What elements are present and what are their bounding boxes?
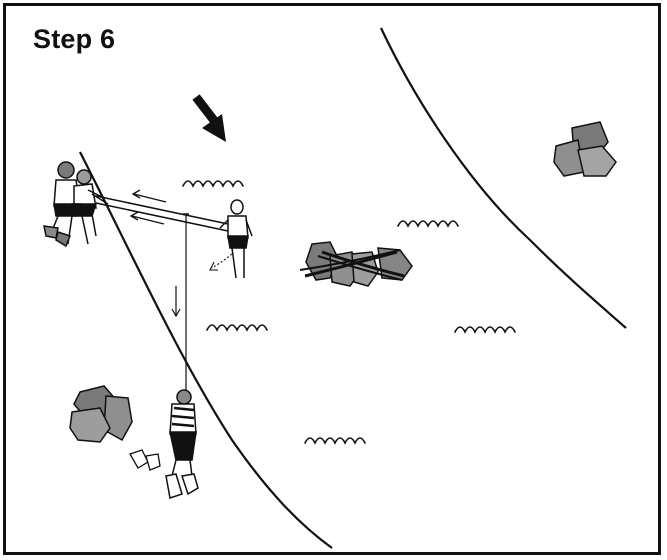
- wave-mark: [207, 325, 267, 330]
- shore-line-right: [381, 28, 626, 328]
- swimmer-figure: [220, 200, 252, 278]
- crossed-rocks: [300, 242, 412, 286]
- wave-mark: [183, 181, 243, 186]
- wave-mark: [455, 327, 515, 332]
- dashed-arrow: [210, 254, 232, 270]
- wave-mark: [305, 438, 365, 443]
- down-arrow: [172, 286, 180, 316]
- arrow-down-right-icon: [196, 97, 226, 142]
- rope-line: [183, 214, 189, 398]
- rock-cluster-bottom-left: [70, 386, 132, 442]
- wave-mark: [398, 221, 458, 226]
- victim-figure: [166, 390, 198, 498]
- loose-fins: [130, 450, 160, 470]
- shore-line-left: [80, 152, 332, 548]
- rock-cluster-top-right: [554, 122, 616, 176]
